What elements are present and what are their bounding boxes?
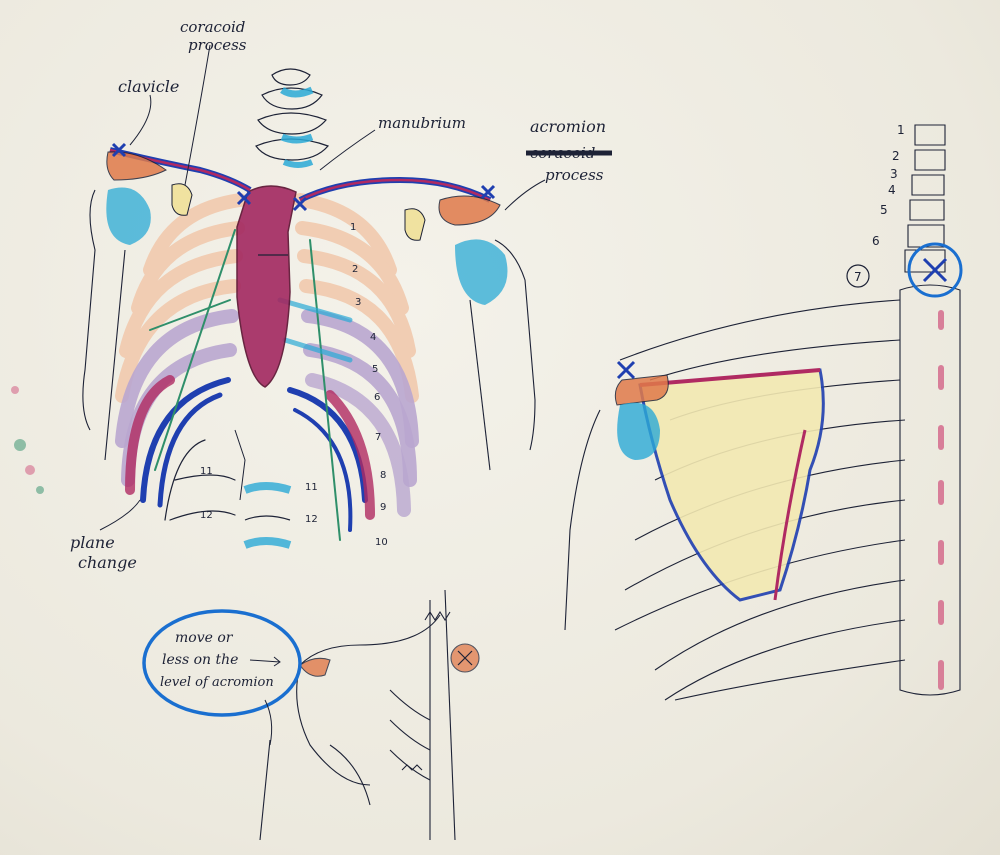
circled-x-mark xyxy=(907,242,963,298)
x-marks-front xyxy=(111,142,496,212)
note-line-1: move or xyxy=(175,630,234,646)
side-humeral-head xyxy=(617,402,660,460)
ribs-viewer-left xyxy=(115,193,247,521)
svg-text:1: 1 xyxy=(350,222,356,233)
svg-text:7: 7 xyxy=(854,270,862,284)
left-acromion xyxy=(438,195,501,226)
right-coracoid xyxy=(171,183,193,216)
svg-text:3: 3 xyxy=(890,167,898,181)
rib-numbers-left: 12 11 12 11 xyxy=(200,466,318,525)
svg-text:8: 8 xyxy=(380,470,386,481)
pencil-smudges xyxy=(11,386,44,494)
label-coracoid-2: process xyxy=(188,36,247,54)
ribs-viewer-right xyxy=(277,193,419,541)
note-bubble: move or less on the level of acromion xyxy=(142,609,302,746)
lower-spine xyxy=(234,429,292,549)
cervical-spine xyxy=(255,68,330,168)
vertebra-numbers: 1 2 3 4 5 6 7 xyxy=(846,123,905,288)
shoulder-humerus-outlines xyxy=(82,189,536,471)
svg-text:12: 12 xyxy=(305,514,318,525)
svg-text:1: 1 xyxy=(897,123,905,137)
front-ribcage-drawing xyxy=(82,68,536,549)
right-acromion xyxy=(106,151,167,181)
label-plane: plane xyxy=(70,533,115,552)
bottom-shoulder-sketch xyxy=(259,589,480,841)
svg-text:6: 6 xyxy=(872,234,880,248)
svg-text:7: 7 xyxy=(375,432,381,443)
label-manubrium: manubrium xyxy=(378,114,466,132)
arrow-icon xyxy=(249,656,281,667)
label-acromion-process: process xyxy=(545,166,604,184)
svg-text:10: 10 xyxy=(375,537,388,548)
side-humerus xyxy=(564,409,601,631)
right-humeral-head xyxy=(106,187,151,245)
note-line-3: level of acromion xyxy=(160,675,274,690)
svg-text:4: 4 xyxy=(888,183,896,197)
svg-text:11: 11 xyxy=(200,466,213,477)
svg-text:4: 4 xyxy=(370,332,376,343)
rib-numbers-right: 1 2 3 4 5 6 7 8 9 10 xyxy=(350,222,388,548)
svg-text:11: 11 xyxy=(305,482,318,493)
side-x-mark xyxy=(616,360,636,380)
scapula xyxy=(638,368,825,602)
sternum xyxy=(236,185,297,388)
label-coracoid-1: coracoid xyxy=(180,18,245,36)
svg-text:2: 2 xyxy=(352,264,358,275)
side-acromion xyxy=(614,374,669,406)
svg-text:2: 2 xyxy=(892,149,900,163)
note-line-2: less on the xyxy=(162,652,238,668)
side-vertebrae xyxy=(899,124,961,696)
side-view-spine-scapula: 1 2 3 4 5 6 7 xyxy=(564,123,963,701)
label-change: change xyxy=(78,553,137,572)
svg-text:12: 12 xyxy=(200,510,213,521)
label-acromion: acromion xyxy=(530,117,606,136)
left-humeral-head xyxy=(455,239,508,305)
svg-text:3: 3 xyxy=(355,297,361,308)
left-coracoid xyxy=(404,208,426,241)
svg-text:5: 5 xyxy=(372,364,378,375)
svg-text:9: 9 xyxy=(380,502,386,513)
annotation-leader-lines xyxy=(99,44,546,531)
side-spinous-marks xyxy=(938,310,944,690)
svg-text:5: 5 xyxy=(880,203,888,217)
bottom-acromion xyxy=(299,657,331,677)
label-clavicle: clavicle xyxy=(118,77,179,96)
svg-text:6: 6 xyxy=(374,392,380,403)
